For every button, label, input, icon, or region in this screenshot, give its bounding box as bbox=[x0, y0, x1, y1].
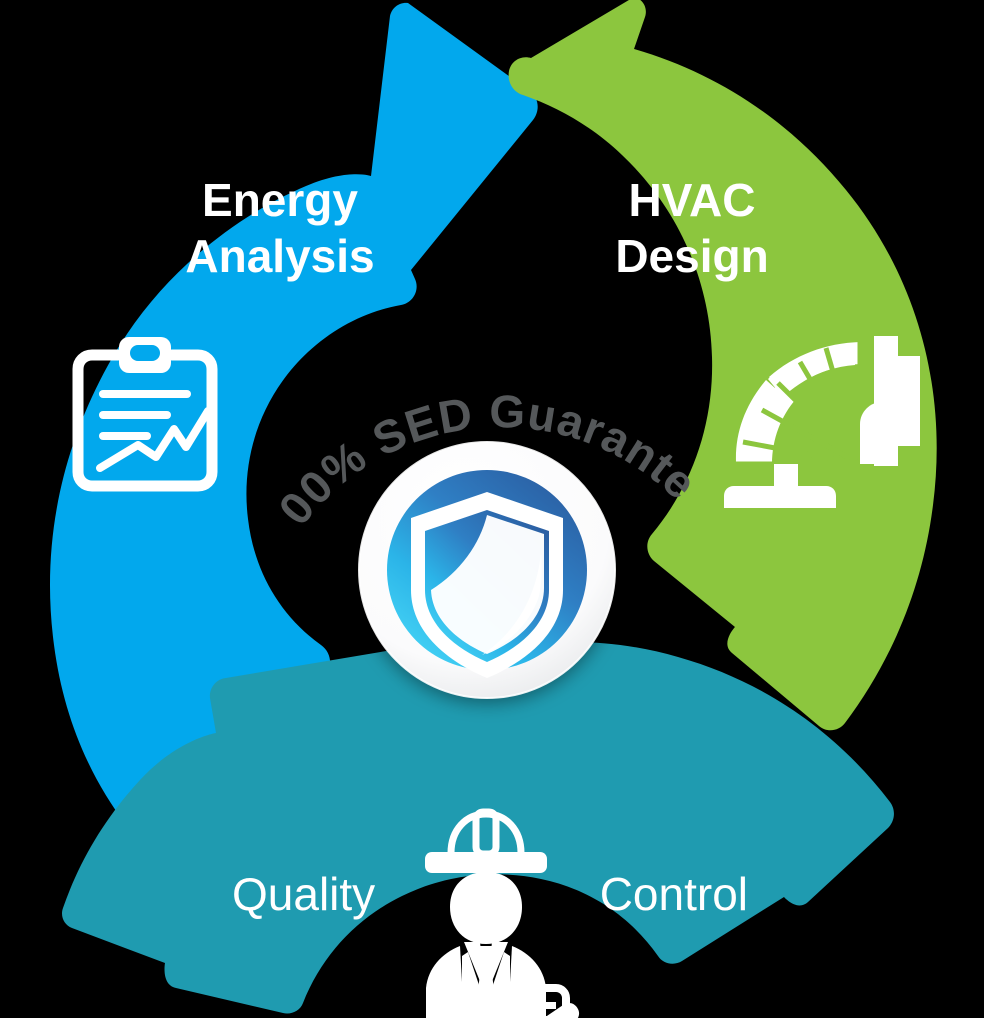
shield-icon bbox=[411, 492, 563, 678]
inspector-icon bbox=[425, 808, 580, 1018]
segment-energy-analysis-shape[interactable] bbox=[49, 2, 538, 834]
clipboard-chart-icon bbox=[72, 337, 218, 492]
energy-analysis-label-line1: Energy bbox=[202, 174, 358, 226]
segment-energy-analysis[interactable] bbox=[49, 2, 538, 834]
segment-quality-control-label: Quality Control bbox=[232, 868, 748, 920]
guarantee-badge[interactable] bbox=[358, 441, 616, 699]
hvac-design-label-line1: HVAC bbox=[629, 174, 756, 226]
segment-hvac-design-label: HVAC Design bbox=[615, 174, 768, 282]
segment-energy-analysis-label: Energy Analysis bbox=[185, 174, 374, 282]
energy-analysis-label-line2: Analysis bbox=[185, 230, 374, 282]
segment-hvac-design-shape[interactable] bbox=[508, 0, 937, 731]
quality-control-label-right: Control bbox=[600, 868, 748, 920]
hvac-design-label-line2: Design bbox=[615, 230, 768, 282]
quality-control-label-left: Quality bbox=[232, 868, 375, 920]
segment-hvac-design[interactable] bbox=[508, 0, 937, 731]
duct-elbow-icon bbox=[724, 336, 920, 508]
